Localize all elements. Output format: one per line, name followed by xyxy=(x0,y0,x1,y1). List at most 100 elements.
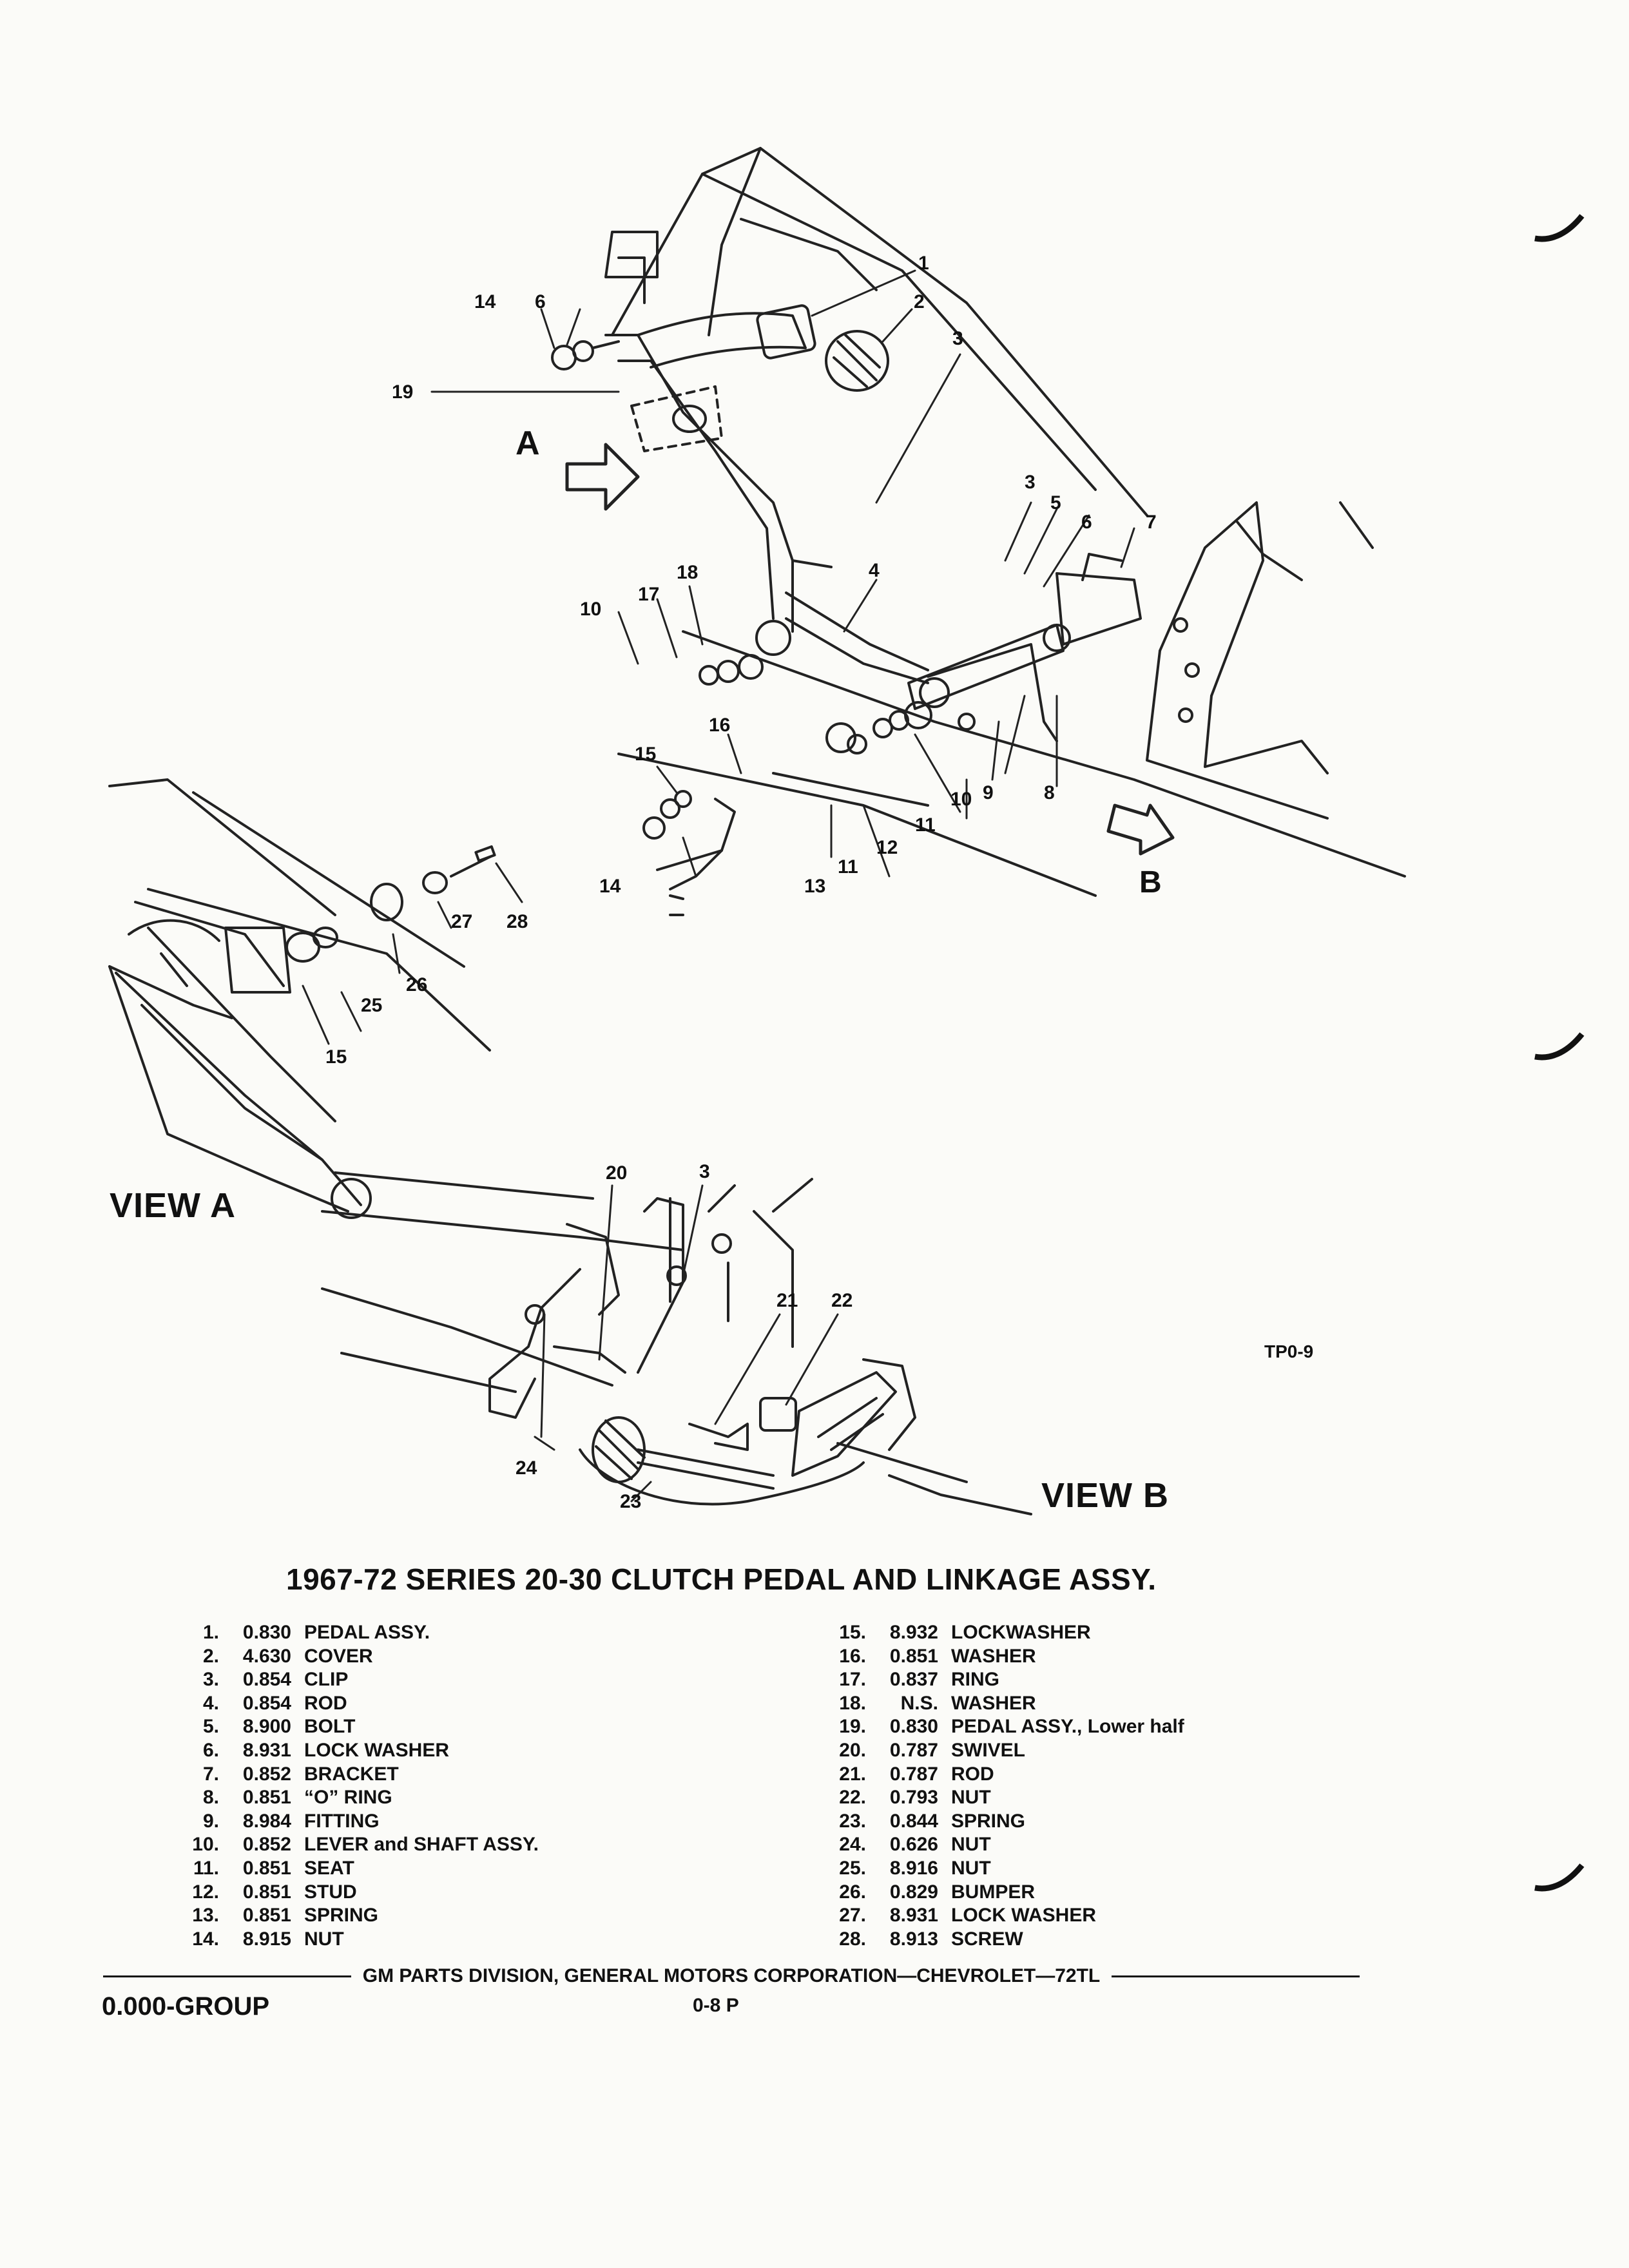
arrow-b xyxy=(1106,803,1175,856)
callout-12: 12 xyxy=(876,837,898,858)
part-price: 0.793 xyxy=(889,1787,938,1809)
part-number: 5. xyxy=(202,1716,219,1738)
part-number: 28. xyxy=(839,1928,866,1950)
callout-11b: 11 xyxy=(838,856,858,878)
part-price: 8.900 xyxy=(242,1716,291,1738)
part-number: 26. xyxy=(839,1881,866,1903)
part-row: 7. 0.852 BRACKET xyxy=(173,1763,539,1787)
callout-18: 18 xyxy=(677,562,698,583)
part-price: 0.851 xyxy=(242,1881,291,1903)
callout-10a: 10 xyxy=(580,599,601,620)
part-number: 2. xyxy=(202,1645,219,1667)
callout-1: 1 xyxy=(918,253,929,274)
part-name: LOCKWASHER xyxy=(951,1622,1091,1643)
part-name: CLIP xyxy=(304,1669,349,1691)
part-price: 0.830 xyxy=(242,1622,291,1643)
view-a-label: VIEW A xyxy=(110,1186,236,1225)
callout-4: 4 xyxy=(869,560,880,581)
view-a-drawing xyxy=(108,778,496,1213)
view-b-drawing xyxy=(321,1171,1032,1515)
page-title: 1967-72 SERIES 20-30 CLUTCH PEDAL AND LI… xyxy=(286,1562,1157,1596)
callout-3b: 3 xyxy=(1025,472,1036,493)
part-name: STUD xyxy=(304,1881,357,1903)
part-number: 16. xyxy=(839,1645,866,1667)
part-row: 18.N.S.WASHER xyxy=(820,1692,1184,1716)
callout-11a: 11 xyxy=(915,814,936,836)
part-name: SPRING xyxy=(304,1905,379,1927)
pedal-cover xyxy=(825,330,889,392)
callout-24: 24 xyxy=(516,1457,537,1479)
part-number: 17. xyxy=(839,1669,866,1691)
callout-23: 23 xyxy=(620,1491,641,1512)
firewall-outline xyxy=(611,147,762,336)
callout-8: 8 xyxy=(1044,782,1055,803)
callout-9: 9 xyxy=(983,782,994,803)
part-name: LEVER and SHAFT ASSY. xyxy=(304,1834,539,1856)
callout-6b: 6 xyxy=(1081,512,1092,533)
part-number: 14. xyxy=(192,1928,219,1950)
callout-14b: 14 xyxy=(599,876,621,897)
part-number: 7. xyxy=(202,1763,219,1785)
part-name: SWIVEL xyxy=(951,1739,1026,1761)
callout-20: 20 xyxy=(606,1162,627,1184)
callout-7: 7 xyxy=(1146,512,1157,533)
pedal-arm xyxy=(604,334,794,633)
footer-rule-left xyxy=(103,1975,351,1977)
part-price: 0.787 xyxy=(889,1739,938,1761)
part-number: 19. xyxy=(839,1716,866,1738)
part-number: 25. xyxy=(839,1857,866,1879)
part-name: WASHER xyxy=(951,1645,1036,1667)
part-price: N.S. xyxy=(900,1692,938,1714)
callout-3c: 3 xyxy=(699,1161,710,1182)
callout-26: 26 xyxy=(406,974,427,995)
arrow-b-label: B xyxy=(1139,865,1162,899)
figure-code: TP0-9 xyxy=(1264,1341,1314,1361)
arrow-a xyxy=(565,443,640,511)
callout-28: 28 xyxy=(506,911,528,932)
part-name: BRACKET xyxy=(304,1763,399,1785)
binder-mark xyxy=(1534,1863,1585,1892)
callout-25: 25 xyxy=(361,995,382,1016)
part-name: SCREW xyxy=(951,1928,1023,1950)
callout-5: 5 xyxy=(1050,492,1061,514)
part-number: 15. xyxy=(839,1622,866,1643)
part-name: NUT xyxy=(951,1787,991,1809)
callout-6a: 6 xyxy=(535,291,546,312)
arrow-a-label: A xyxy=(516,425,540,462)
part-number: 12. xyxy=(192,1881,219,1903)
part-price: 0.854 xyxy=(242,1669,291,1691)
clutch-linkage-diagram: 1 2 3 3 3 4 5 6 6 7 8 9 10 10 11 11 12 1… xyxy=(108,147,1406,1515)
bracket xyxy=(1055,572,1142,646)
part-price: 0.852 xyxy=(242,1763,291,1785)
part-name: COVER xyxy=(304,1645,373,1667)
part-number: 21. xyxy=(839,1763,866,1785)
part-price: 0.852 xyxy=(242,1834,291,1856)
part-name: FITTING xyxy=(304,1810,380,1832)
page-number: 0-8 P xyxy=(693,1995,739,2016)
part-name: WASHER xyxy=(951,1692,1036,1714)
part-price: 0.851 xyxy=(242,1905,291,1927)
part-price: 4.630 xyxy=(242,1645,291,1667)
part-name: RING xyxy=(951,1669,999,1691)
part-price: 8.931 xyxy=(242,1739,291,1761)
binder-mark xyxy=(1534,214,1585,242)
part-row: 12. 0.851 STUD xyxy=(173,1881,539,1905)
part-price: 0.829 xyxy=(889,1881,938,1903)
part-name: BOLT xyxy=(304,1716,356,1738)
part-price: 0.844 xyxy=(889,1810,938,1832)
part-number: 11. xyxy=(193,1857,219,1879)
